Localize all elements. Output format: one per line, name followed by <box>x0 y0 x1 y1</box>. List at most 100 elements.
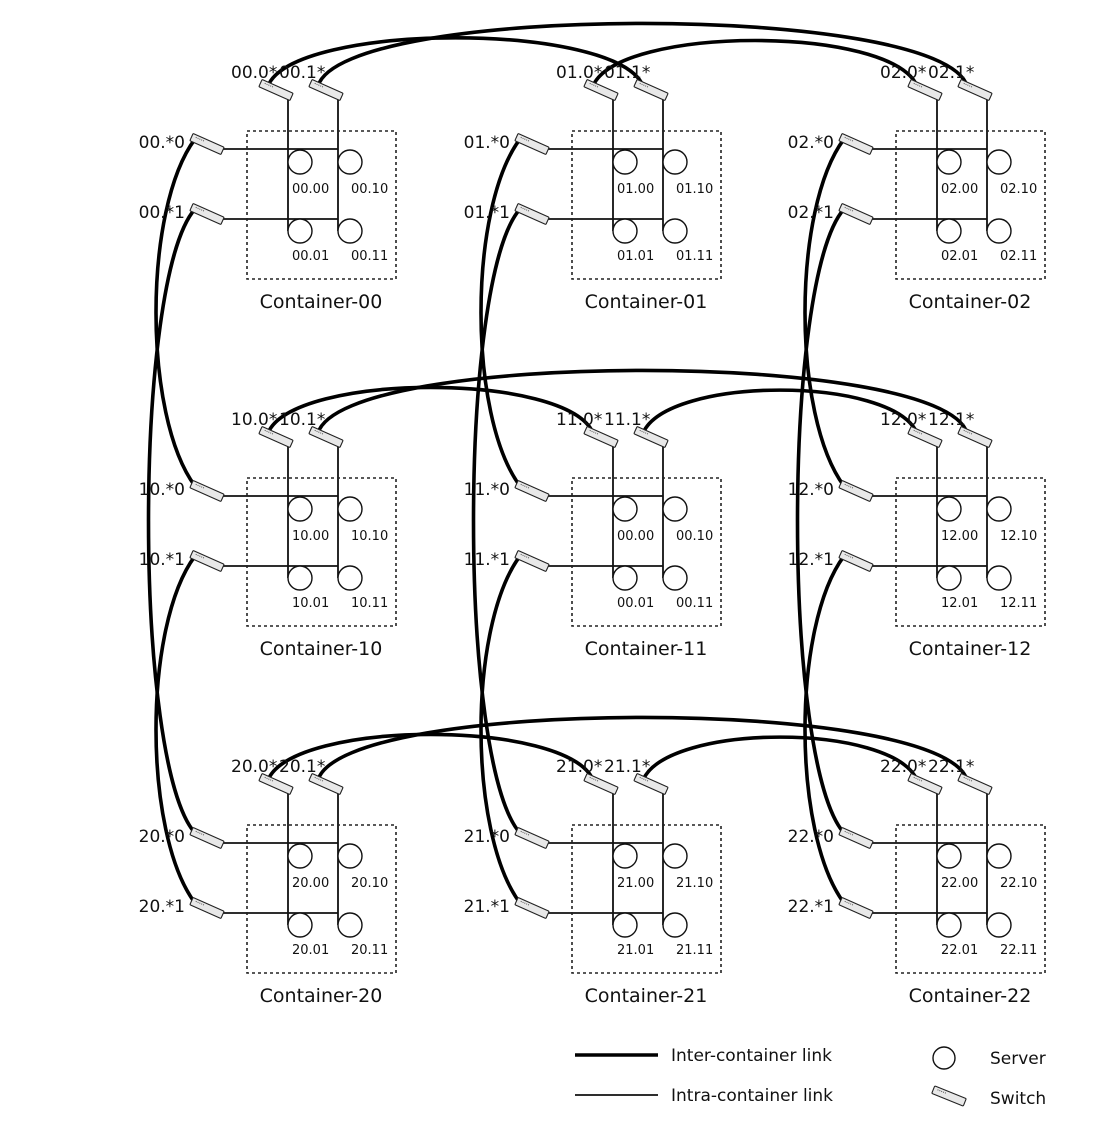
side-switch-label: 00.*0 <box>139 133 185 153</box>
server-label: 20.11 <box>351 943 388 958</box>
server-label: 20.01 <box>292 943 329 958</box>
top-switch-label: 10.1* <box>279 410 325 430</box>
server-label: 10.10 <box>351 529 388 544</box>
side-switch-icon <box>514 133 550 155</box>
container-title: Container-10 <box>260 638 383 660</box>
top-switch-icon <box>258 79 294 101</box>
server-icon <box>986 565 1012 591</box>
server-label: 01.01 <box>617 249 654 264</box>
container-title: Container-00 <box>260 291 383 313</box>
top-switch-icon <box>957 79 993 101</box>
server-label: 22.00 <box>941 876 978 891</box>
server-label: 00.01 <box>617 596 654 611</box>
top-switch-icon <box>907 79 943 101</box>
server-label: 00.11 <box>676 596 713 611</box>
inter-container-link <box>591 38 919 88</box>
server-label: 21.11 <box>676 943 713 958</box>
server-icon <box>936 496 962 522</box>
server-label: 00.10 <box>676 529 713 544</box>
server-icon <box>337 565 363 591</box>
side-switch-icon <box>189 550 225 572</box>
server-icon <box>337 843 363 869</box>
container-title: Container-22 <box>909 985 1032 1007</box>
inter-container-link <box>803 137 846 488</box>
side-switch-icon <box>189 480 225 502</box>
side-switch-icon <box>838 480 874 502</box>
server-label: 00.00 <box>617 529 654 544</box>
container-box <box>246 477 397 627</box>
top-switch-icon <box>957 426 993 448</box>
top-switch-label: 21.1* <box>604 757 650 777</box>
top-switch-icon <box>308 773 344 795</box>
server-label: 00.00 <box>292 182 329 197</box>
container-title: Container-01 <box>585 291 708 313</box>
top-switch-label: 20.1* <box>279 757 325 777</box>
side-switch-icon <box>189 133 225 155</box>
inter-container-link <box>154 554 197 905</box>
inter-container-link <box>803 554 846 905</box>
side-switch-label: 02.*1 <box>788 203 834 223</box>
server-icon <box>612 565 638 591</box>
container-box <box>895 477 1046 627</box>
side-switch-icon <box>514 897 550 919</box>
top-switch-label: 22.1* <box>928 757 974 777</box>
inter-container-link <box>316 715 969 782</box>
top-switch-icon <box>258 426 294 448</box>
inter-container-link <box>479 554 522 905</box>
server-label: 10.01 <box>292 596 329 611</box>
server-icon <box>936 218 962 244</box>
server-icon <box>986 149 1012 175</box>
side-switch-label: 11.*0 <box>464 480 510 500</box>
container-title: Container-02 <box>909 291 1032 313</box>
top-switch-label: 10.0* <box>231 410 277 430</box>
top-switch-label: 02.1* <box>928 63 974 83</box>
inter-container-link <box>641 388 919 435</box>
server-icon <box>287 912 313 938</box>
server-icon <box>612 843 638 869</box>
server-label: 02.10 <box>1000 182 1037 197</box>
server-label: 21.00 <box>617 876 654 891</box>
server-icon <box>936 565 962 591</box>
server-label: 00.01 <box>292 249 329 264</box>
legend-server-label: Server <box>990 1049 1046 1069</box>
top-switch-icon <box>907 426 943 448</box>
side-switch-label: 21.*1 <box>464 897 510 917</box>
inter-container-link <box>479 137 522 488</box>
side-switch-icon <box>838 550 874 572</box>
container-box <box>895 824 1046 974</box>
container-box <box>571 477 722 627</box>
container-title: Container-12 <box>909 638 1032 660</box>
side-switch-icon <box>514 827 550 849</box>
top-switch-label: 01.1* <box>604 63 650 83</box>
server-icon <box>612 912 638 938</box>
server-icon <box>662 496 688 522</box>
server-label: 12.01 <box>941 596 978 611</box>
legend: Inter-container link Intra-container lin… <box>575 1046 1046 1109</box>
inter-container-link <box>316 368 969 435</box>
server-label: 21.01 <box>617 943 654 958</box>
side-switch-label: 10.*0 <box>139 480 185 500</box>
server-label: 02.11 <box>1000 249 1037 264</box>
top-switch-icon <box>907 773 943 795</box>
container-title: Container-21 <box>585 985 708 1007</box>
inter-container-link <box>641 735 919 782</box>
server-icon <box>337 149 363 175</box>
server-label: 10.11 <box>351 596 388 611</box>
side-switch-label: 22.*1 <box>788 897 834 917</box>
server-icon <box>337 912 363 938</box>
inter-container-link <box>266 732 595 782</box>
server-icon <box>662 565 688 591</box>
server-label: 20.00 <box>292 876 329 891</box>
server-label: 20.10 <box>351 876 388 891</box>
legend-switch-icon <box>931 1085 967 1107</box>
server-label: 02.01 <box>941 249 978 264</box>
side-switch-label: 11.*1 <box>464 550 510 570</box>
top-switch-label: 20.0* <box>231 757 277 777</box>
